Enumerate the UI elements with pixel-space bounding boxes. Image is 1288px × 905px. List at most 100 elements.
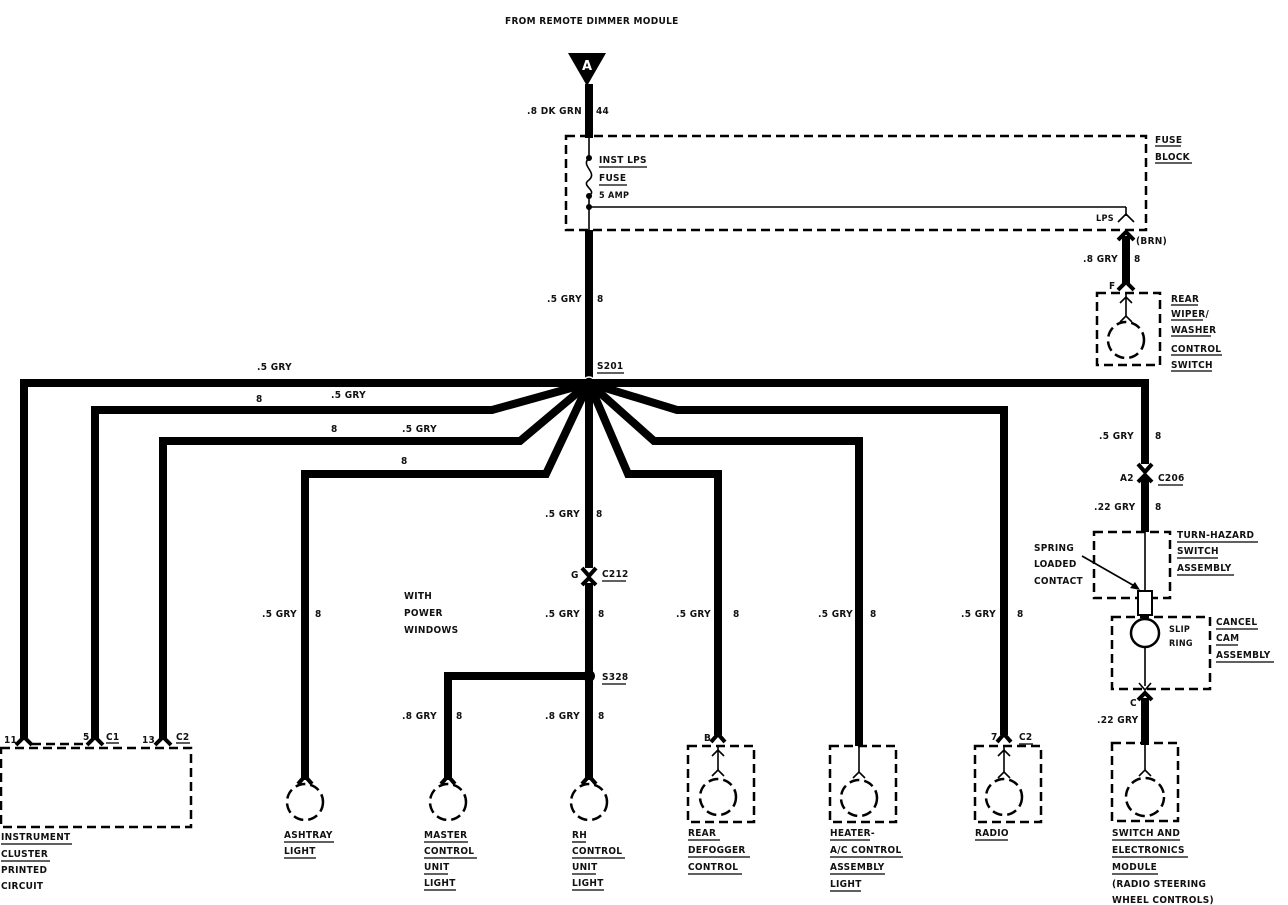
cancel-cam-assembly — [1110, 615, 1212, 692]
rh-lamp-icon — [569, 782, 609, 822]
splice-s201-label: S201 — [597, 361, 623, 372]
main-wire-circuit: 8 — [597, 294, 604, 305]
defogger-label: REAR DEFOGGER CONTROL — [688, 828, 750, 875]
fuse-label-3: 5 AMP — [599, 191, 629, 201]
fuse-symbol — [585, 138, 1135, 232]
cluster-connector-c1: C1 — [106, 732, 119, 743]
wire-to-cluster-5 — [91, 379, 591, 738]
fuse-icon — [585, 157, 593, 197]
spring-contact-icon — [1137, 590, 1153, 616]
connector-triangle-icon — [568, 53, 606, 86]
cluster-connector-c2: C2 — [176, 732, 189, 743]
connector-a: A — [568, 53, 606, 86]
center-lower-circuit: 8 — [598, 609, 605, 620]
radio-label: RADIO — [975, 828, 1009, 839]
heater-gauge: .5 GRY — [818, 609, 853, 620]
c206-label: C206 — [1158, 473, 1185, 484]
slip-ring-label-2: RING — [1169, 639, 1193, 649]
svg-text:SWITCH: SWITCH — [1177, 546, 1219, 557]
wire-to-cluster-13 — [159, 379, 592, 738]
branch-fourth-circuit: 8 — [401, 456, 408, 467]
module-pin: C — [1130, 698, 1137, 709]
module-gauge: .22 GRY — [1097, 715, 1139, 726]
svg-text:(RADIO STEERING: (RADIO STEERING — [1112, 879, 1206, 890]
svg-text:ASSEMBLY: ASSEMBLY — [830, 862, 885, 873]
wire-to-radio — [587, 379, 1008, 735]
defogger-gauge: .5 GRY — [676, 609, 711, 620]
power-windows-note-3: WINDOWS — [404, 625, 458, 636]
instrument-cluster — [0, 734, 193, 829]
splice-s328-label: S328 — [602, 672, 628, 683]
svg-text:MODULE: MODULE — [1112, 862, 1157, 873]
svg-text:CLUSTER: CLUSTER — [1, 849, 48, 860]
wire-to-ashtray — [301, 381, 593, 780]
svg-text:TURN-HAZARD: TURN-HAZARD — [1177, 530, 1254, 541]
slip-ring-icon — [1129, 617, 1161, 649]
rear-wiper-box — [1095, 291, 1162, 367]
svg-text:UNIT: UNIT — [424, 862, 450, 873]
main-wire-gauge: .5 GRY — [547, 294, 582, 305]
radio-gauge: .5 GRY — [961, 609, 996, 620]
rh-control-light — [569, 772, 609, 822]
rh-circuit: 8 — [598, 711, 605, 722]
power-windows-note-2: POWER — [404, 608, 443, 619]
svg-text:WASHER: WASHER — [1171, 325, 1216, 336]
lps-terminal-icon — [1117, 212, 1135, 223]
svg-text:SWITCH AND: SWITCH AND — [1112, 828, 1180, 839]
fuse-label-1: INST LPS — [599, 155, 647, 166]
master-circuit: 8 — [456, 711, 463, 722]
defogger-circuit: 8 — [733, 609, 740, 620]
turn-hazard-switch — [1081, 530, 1172, 616]
c212-connector — [580, 566, 598, 587]
svg-text:SWITCH: SWITCH — [1171, 360, 1213, 371]
cluster-pin-11: 11 — [4, 735, 17, 746]
c206-connector — [1136, 462, 1154, 484]
cluster-pin-13: 13 — [142, 735, 155, 746]
diagram-title: FROM REMOTE DIMMER MODULE — [505, 16, 679, 27]
center-lower-gauge: .5 GRY — [545, 609, 580, 620]
c212-label: C212 — [602, 569, 629, 580]
power-windows-note-1: WITH — [404, 591, 432, 602]
ashtray-circuit: 8 — [315, 609, 322, 620]
wire-to-heater — [586, 380, 863, 746]
svg-text:CONTROL: CONTROL — [572, 846, 622, 857]
branch-third-circuit: 8 — [331, 424, 338, 435]
lps-terminal-label: LPS — [1096, 214, 1114, 224]
rh-control-label: RH CONTROL UNIT LIGHT — [572, 830, 625, 891]
rear-wiper-wire-note: (BRN) — [1136, 236, 1167, 247]
heater-lamp-icon — [839, 778, 879, 818]
svg-text:CONTROL: CONTROL — [1171, 344, 1221, 355]
ashtray-label-2: LIGHT — [284, 846, 316, 857]
cancel-cam-label: CANCEL CAM ASSEMBLY — [1216, 617, 1274, 663]
svg-text:CAM: CAM — [1216, 633, 1239, 644]
branch-second-circuit: 8 — [256, 394, 263, 405]
svg-text:CONTACT: CONTACT — [1034, 576, 1084, 587]
rear-wiper-gauge: .8 GRY — [1083, 254, 1118, 265]
branch-third-gauge: .5 GRY — [402, 424, 437, 435]
rear-wiper-switch-icon — [1106, 320, 1146, 360]
svg-text:CIRCUIT: CIRCUIT — [1, 881, 44, 892]
steering-upper-gauge: .5 GRY — [1099, 431, 1134, 442]
svg-text:ASSEMBLY: ASSEMBLY — [1177, 563, 1232, 574]
radio — [973, 730, 1043, 824]
ashtray-gauge: .5 GRY — [262, 609, 297, 620]
spring-note: SPRING LOADED CONTACT — [1034, 543, 1084, 587]
radio-box — [973, 744, 1043, 824]
steering-upper-circuit: 8 — [1155, 431, 1162, 442]
cluster-pin-5: 5 — [83, 732, 90, 743]
feed-wire-gauge: .8 DK GRN — [527, 106, 582, 117]
center-upper-circuit: 8 — [596, 509, 603, 520]
svg-text:CANCEL: CANCEL — [1216, 617, 1257, 628]
defogger-control-icon — [698, 777, 738, 817]
svg-text:INSTRUMENT: INSTRUMENT — [1, 832, 71, 843]
wire-to-master-control — [444, 672, 589, 780]
heater-box — [828, 744, 898, 824]
svg-text:LOADED: LOADED — [1034, 559, 1077, 570]
switch-electronics-module — [1110, 741, 1180, 823]
s201-fanout — [20, 379, 1149, 780]
svg-text:CONTROL: CONTROL — [424, 846, 474, 857]
branch-top-gauge: .5 GRY — [257, 362, 292, 373]
steering-lower-gauge: .22 GRY — [1094, 502, 1136, 513]
svg-text:CONTROL: CONTROL — [688, 862, 738, 873]
c212-pin: G — [571, 570, 579, 581]
